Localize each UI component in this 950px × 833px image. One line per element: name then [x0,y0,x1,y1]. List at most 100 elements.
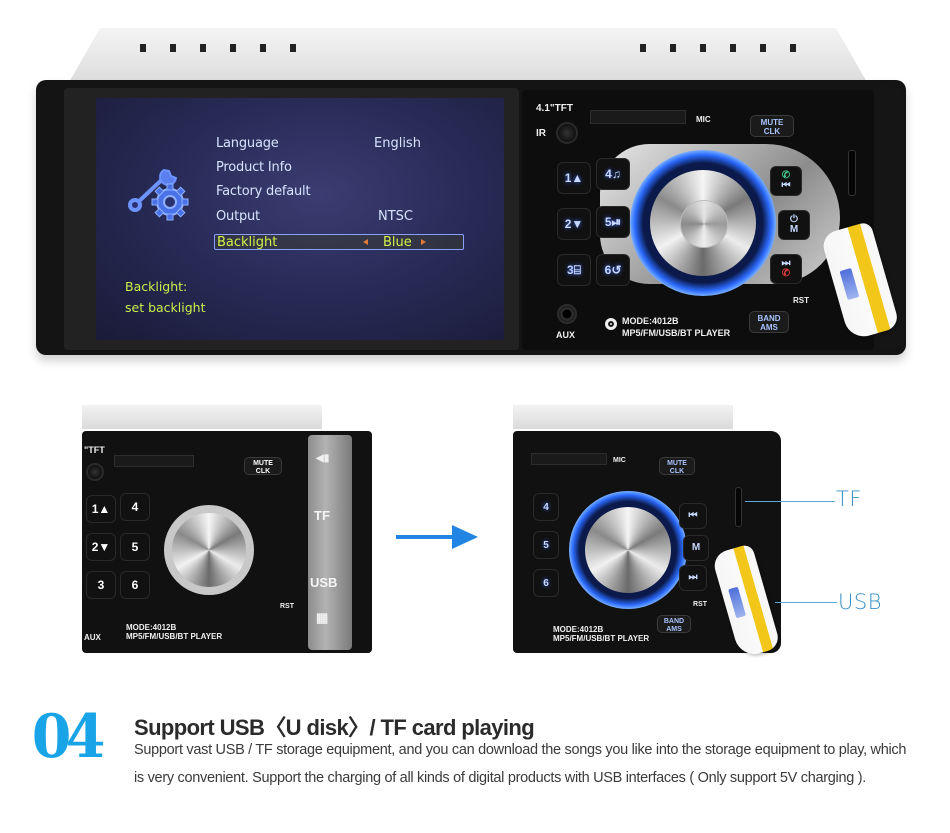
volume-knob[interactable] [164,505,254,595]
tft-label-partial: "TFT [84,445,105,455]
music-search-icon: ♫ [611,167,621,181]
volume-knob[interactable] [585,507,671,593]
preset-key-2[interactable]: 2▼ [86,533,116,561]
vent-slot [790,44,796,52]
display-window [114,455,194,467]
preset-key-4[interactable]: 4 [533,493,559,521]
usb-callout-line [775,602,837,603]
menu-value-backlight: Blue [383,235,412,250]
left-arrow-icon[interactable] [363,239,368,245]
next-hangup-button[interactable]: ⏭ [679,565,707,591]
mode-icon: M [789,224,799,235]
preset-key-5[interactable]: 5 [533,531,559,559]
usb-callout-label: USB [838,590,882,614]
metal-chassis [82,405,322,429]
knob-center [680,200,728,248]
power-icon: ⏻ [790,214,798,225]
model-description: MP5/FM/USB/BT PLAYER [622,328,731,338]
usb-drive-window [839,267,860,301]
up-arrow-icon: ▲ [571,171,584,185]
menu-value-output: NTSC [378,209,413,224]
mute-clk-button[interactable]: MUTE CLK [750,115,794,137]
preset-key-1[interactable]: 1▲ [557,162,591,194]
power-mode-button[interactable]: ⏻M [778,210,810,240]
vent-slot [700,44,706,52]
tf-callout-label: TF [836,487,862,511]
next-track-icon: ⏭ [781,258,791,269]
ams-label: AMS [760,323,778,332]
feature-number: 04 [31,702,106,772]
model-label: MODE:4012B [126,623,177,632]
menu-item-factory-default[interactable]: Factory default [216,184,311,199]
menu-item-backlight-selected[interactable]: Backlight Blue [214,234,464,250]
ir-label: IR [536,128,546,139]
rst-label: RST [793,296,809,305]
preset-key-5[interactable]: 5⏯ [596,206,630,238]
arrow-right-icon [396,535,454,539]
preset-key-3[interactable]: 3 [86,571,116,599]
feature-title: Support USB〈U disk〉/ TF card playing [134,715,535,740]
aux-jack[interactable] [557,304,577,324]
right-arrow-icon[interactable] [421,239,426,245]
call-prev-button[interactable]: ⏮ [679,503,707,529]
menu-item-language[interactable]: Language [216,136,279,151]
side-panel-strip [308,435,352,650]
band-label: BAND [757,314,781,323]
mic-label: MIC [613,457,626,464]
arrow-head-icon [452,525,478,549]
call-prev-button[interactable]: ✆⏮ [770,166,802,196]
menu-item-output[interactable]: Output [216,209,260,224]
display-window [531,453,607,465]
preset-key-5[interactable]: 5 [120,533,150,561]
vent-slot [260,44,266,52]
preset-key-3[interactable]: 3⌸ [557,254,591,286]
film-icon: ▦ [316,610,329,625]
clk-label: CLK [763,127,781,136]
model-label: MODE:4012B [622,316,679,326]
preset-key-6[interactable]: 6 [120,571,150,599]
vent-slot [170,44,176,52]
menu-item-backlight-label: Backlight [217,235,278,250]
tft-screen: Language English Product Info Factory de… [96,98,504,340]
phone-hangup-icon: ✆ [781,268,791,279]
play-pause-icon: ⏯ [611,214,622,229]
vent-slot [230,44,236,52]
next-hangup-button[interactable]: ⏭✆ [770,254,802,284]
mute-label: MUTE [760,118,784,127]
tf-card-slot[interactable] [735,487,742,527]
preset-key-4[interactable]: 4♫ [596,158,630,190]
vent-slot [760,44,766,52]
vent-slot [730,44,736,52]
prev-track-icon: ⏮ [781,180,791,191]
tf-card-slot[interactable] [848,150,856,196]
metal-chassis [513,405,733,429]
band-ams-button[interactable]: BAND AMS [749,311,789,333]
model-description: MP5/FM/USB/BT PLAYER [553,634,650,643]
ir-sensor-icon [556,122,578,144]
display-window [590,110,686,124]
vent-slot [200,44,206,52]
help-title: Backlight: [125,279,188,294]
aux-label: AUX [84,633,101,642]
vent-slot [670,44,676,52]
preset-key-4[interactable]: 4 [120,493,150,521]
rst-label: RST [280,603,294,610]
help-text: set backlight [125,300,206,315]
usb-drive-window [728,586,747,619]
rst-label: RST [693,601,707,608]
eject-icon[interactable]: ◀▮ [316,453,330,464]
menu-item-product-info[interactable]: Product Info [216,160,292,175]
tf-label: TF [314,508,330,523]
preset-key-2[interactable]: 2▼ [557,208,591,240]
power-mode-button[interactable]: M [683,535,709,561]
aux-label: AUX [556,330,576,340]
wrench-gear-settings-icon [128,168,189,221]
preset-key-1[interactable]: 1▲ [86,495,116,523]
down-arrow-icon: ▼ [571,217,584,231]
preset-key-6[interactable]: 6↺ [596,254,630,286]
preset-key-6[interactable]: 6 [533,569,559,597]
